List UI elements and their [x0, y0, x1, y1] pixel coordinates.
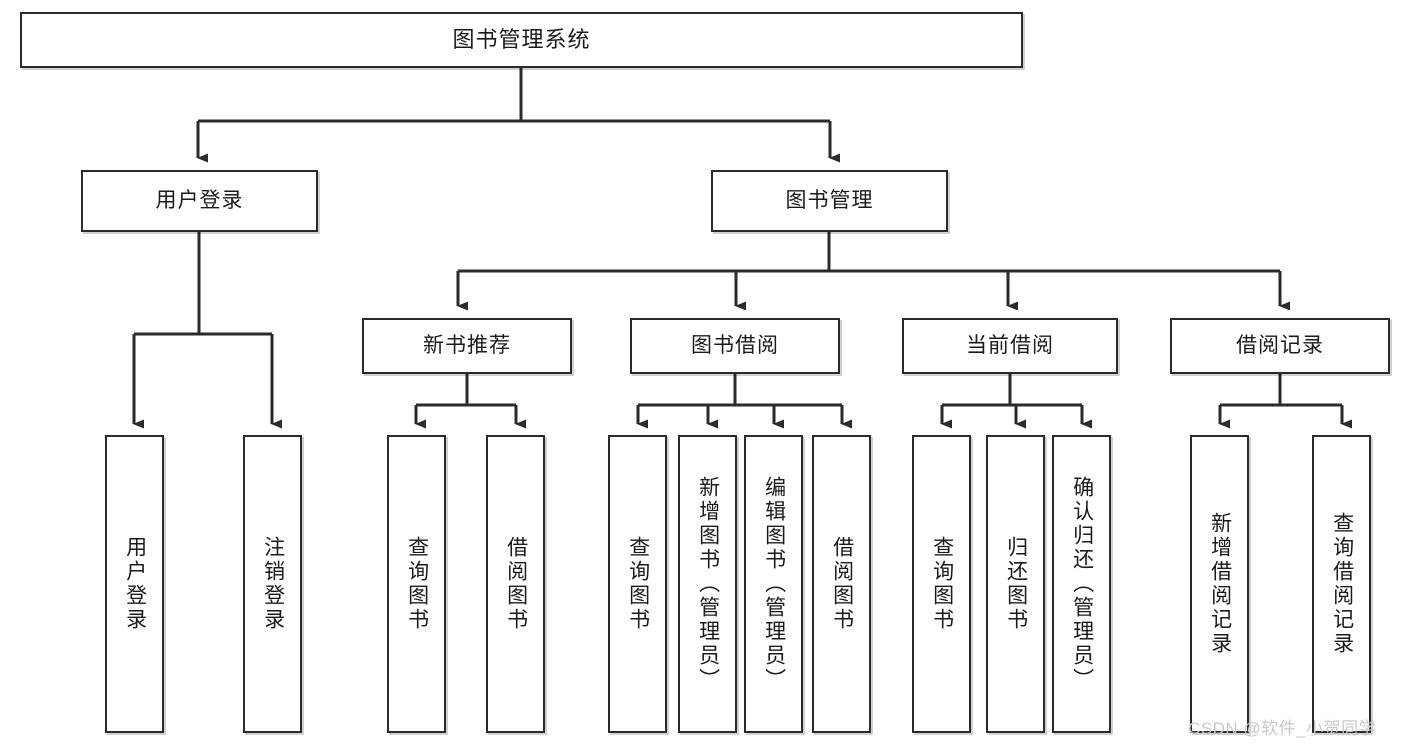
- node-book-management[interactable]: 图书管理: [711, 170, 948, 232]
- node-borrow-record[interactable]: 借阅记录: [1170, 318, 1390, 374]
- leaf-borrow-book-recommend[interactable]: 借阅图书: [486, 435, 545, 733]
- leaf-add-borrow-record[interactable]: 新增借阅记录: [1190, 435, 1249, 733]
- node-book-borrow[interactable]: 图书借阅: [630, 318, 840, 374]
- node-book-management-label: 图书管理: [785, 188, 874, 212]
- leaf-query-book-borrow[interactable]: 查询图书: [608, 435, 667, 733]
- leaf-confirm-return-admin-label: 确认归还（管理员）: [1070, 476, 1094, 692]
- leaf-query-book-current-label: 查询图书: [930, 536, 954, 632]
- node-book-borrow-label: 图书借阅: [691, 333, 779, 357]
- leaf-confirm-return-admin[interactable]: 确认归还（管理员）: [1052, 435, 1111, 733]
- leaf-query-borrow-record-label: 查询借阅记录: [1330, 512, 1354, 656]
- leaf-query-book-borrow-label: 查询图书: [626, 536, 650, 632]
- node-current-borrow[interactable]: 当前借阅: [902, 318, 1118, 374]
- leaf-add-book-admin[interactable]: 新增图书（管理员）: [678, 435, 737, 733]
- leaf-user-login[interactable]: 用户登录: [105, 435, 164, 733]
- leaf-borrow-book-recommend-label: 借阅图书: [504, 536, 528, 632]
- leaf-query-book-recommend[interactable]: 查询图书: [387, 435, 446, 733]
- leaf-return-book[interactable]: 归还图书: [986, 435, 1045, 733]
- node-borrow-record-label: 借阅记录: [1236, 333, 1324, 357]
- leaf-logout-label: 注销登录: [261, 536, 285, 632]
- leaf-user-login-label: 用户登录: [123, 536, 147, 632]
- node-root[interactable]: 图书管理系统: [20, 12, 1023, 68]
- leaf-query-book-recommend-label: 查询图书: [405, 536, 429, 632]
- leaf-query-book-current[interactable]: 查询图书: [912, 435, 971, 733]
- watermark-text: CSDN @软件_小贺同学: [1188, 719, 1377, 738]
- leaf-return-book-label: 归还图书: [1004, 536, 1028, 632]
- leaf-edit-book-admin[interactable]: 编辑图书（管理员）: [744, 435, 803, 733]
- node-new-book-recommend[interactable]: 新书推荐: [362, 318, 572, 374]
- node-new-book-recommend-label: 新书推荐: [423, 333, 511, 357]
- node-current-borrow-label: 当前借阅: [966, 333, 1054, 357]
- node-user-login[interactable]: 用户登录: [81, 170, 318, 232]
- leaf-borrow-book[interactable]: 借阅图书: [812, 435, 871, 733]
- node-root-label: 图书管理系统: [452, 27, 591, 53]
- leaf-edit-book-admin-label: 编辑图书（管理员）: [762, 476, 786, 692]
- node-user-login-label: 用户登录: [155, 188, 244, 212]
- leaf-borrow-book-label: 借阅图书: [830, 536, 854, 632]
- leaf-add-book-admin-label: 新增图书（管理员）: [696, 476, 720, 692]
- leaf-add-borrow-record-label: 新增借阅记录: [1208, 512, 1232, 656]
- leaf-query-borrow-record[interactable]: 查询借阅记录: [1312, 435, 1371, 733]
- leaf-logout[interactable]: 注销登录: [243, 435, 302, 733]
